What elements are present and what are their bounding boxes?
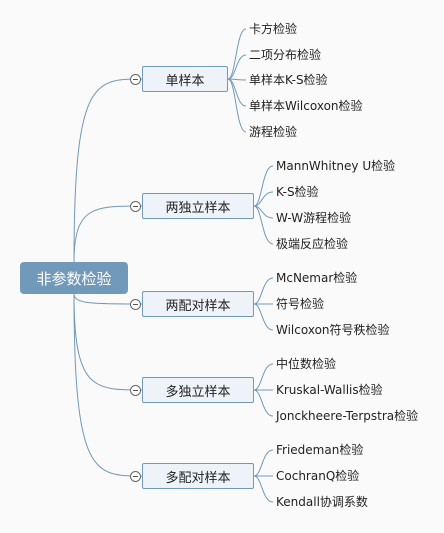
collapse-toggle-icon[interactable]: [130, 201, 141, 212]
collapse-toggle-icon[interactable]: [130, 471, 141, 482]
leaf-node[interactable]: Kendall协调系数: [276, 495, 368, 509]
leaf-node[interactable]: 单样本Wilcoxon检验: [249, 99, 363, 113]
leaf-node[interactable]: 中位数检验: [276, 357, 337, 371]
branch-leaf-connector: [227, 28, 247, 80]
branch-leaf-connector: [253, 363, 274, 391]
branch-leaf-connector: [253, 389, 274, 417]
collapse-toggle-icon[interactable]: [130, 74, 141, 85]
branch-node-two-paired[interactable]: 两配对样本: [142, 291, 254, 317]
branch-node-single-sample[interactable]: 单样本: [142, 66, 228, 92]
branch-node-multi-independent[interactable]: 多独立样本: [142, 377, 254, 403]
leaf-node[interactable]: CochranQ检验: [276, 469, 360, 483]
leaf-node[interactable]: Friedeman检验: [276, 443, 364, 457]
root-node[interactable]: 非参数检验: [20, 262, 128, 294]
branch-node-two-independent[interactable]: 两独立样本: [142, 193, 254, 219]
leaf-node[interactable]: Wilcoxon符号秩检验: [276, 323, 390, 337]
branch-leaf-connector: [253, 165, 274, 207]
branch-label: 单样本: [165, 73, 205, 89]
collapse-toggle-icon[interactable]: [130, 299, 141, 310]
leaf-node[interactable]: K-S检验: [276, 185, 319, 199]
root-branch-connector: [73, 293, 143, 391]
branch-leaf-connector: [227, 78, 247, 133]
branch-node-multi-paired[interactable]: 多配对样本: [142, 463, 254, 489]
leaf-node[interactable]: 游程检验: [249, 125, 298, 139]
leaf-node[interactable]: MannWhitney U检验: [276, 159, 396, 173]
leaf-node[interactable]: 单样本K-S检验: [249, 73, 328, 87]
leaf-node[interactable]: 符号检验: [276, 297, 325, 311]
root-node-label: 非参数检验: [36, 269, 112, 288]
root-branch-connector: [73, 205, 143, 263]
root-branch-connector: [73, 78, 143, 263]
leaf-node[interactable]: McNemar检验: [276, 271, 358, 285]
branch-leaf-connector: [253, 205, 274, 245]
branch-leaf-connector: [253, 191, 274, 207]
branch-leaf-connector: [253, 303, 274, 331]
leaf-node[interactable]: Kruskal-Wallis检验: [276, 383, 383, 397]
branch-label: 两配对样本: [165, 298, 231, 314]
branch-label: 两独立样本: [165, 200, 231, 216]
branch-label: 多配对样本: [165, 470, 231, 486]
root-branch-connector: [73, 293, 143, 305]
collapse-toggle-icon[interactable]: [130, 385, 141, 396]
branch-leaf-connector: [227, 54, 247, 80]
branch-leaf-connector: [253, 449, 274, 477]
branch-label: 多独立样本: [165, 384, 231, 400]
branch-leaf-connector: [253, 475, 274, 503]
branch-leaf-connector: [253, 277, 274, 305]
leaf-node[interactable]: 二项分布检验: [249, 48, 322, 62]
leaf-node[interactable]: 卡方检验: [249, 22, 298, 36]
leaf-node[interactable]: 极端反应检验: [276, 237, 349, 251]
leaf-node[interactable]: Jonckheere-Terpstra检验: [276, 409, 419, 423]
root-branch-connector: [73, 293, 143, 477]
leaf-node[interactable]: W-W游程检验: [276, 211, 352, 225]
